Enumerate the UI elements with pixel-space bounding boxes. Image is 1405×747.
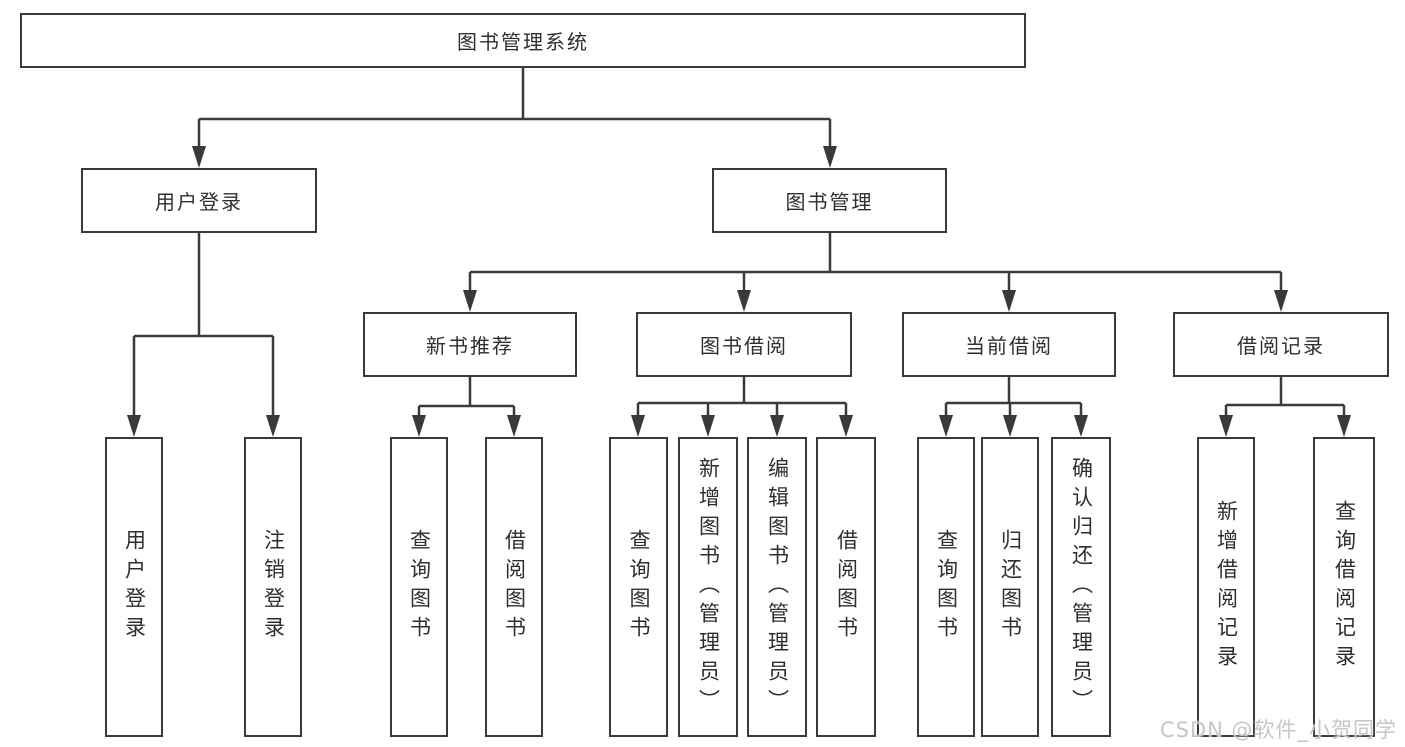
node-label: 图书管理 — [785, 190, 874, 214]
node-new-book-recommendation: 新书推荐 — [363, 312, 577, 377]
connector-book-management-to-level3 — [463, 233, 1288, 312]
node-label: 编辑图书（管理员） — [765, 456, 790, 718]
node-library-management-system: 图书管理系统 — [20, 13, 1026, 68]
watermark-csdn: CSDN @软件_小贺同学 — [1160, 718, 1398, 742]
node-borrowing-records: 借阅记录 — [1173, 312, 1389, 377]
node-label: 注销登录 — [261, 529, 286, 645]
node-label: 查询借阅记录 — [1332, 500, 1357, 674]
node-label: 新书推荐 — [426, 334, 514, 358]
connector-root-to-level2 — [192, 68, 837, 168]
leaf-query-books-2: 查询图书 — [609, 437, 668, 737]
node-label: 当前借阅 — [965, 334, 1053, 358]
leaf-return-books: 归还图书 — [981, 437, 1039, 737]
node-label: 新增借阅记录 — [1214, 500, 1239, 674]
connector-user-login-to-leaves — [127, 233, 280, 437]
connector-book-borrowing-to-leaves — [631, 377, 853, 437]
node-label: 查询图书 — [934, 529, 959, 645]
connector-borrowing-records-to-leaves — [1219, 377, 1351, 437]
leaf-add-borrow-record: 新增借阅记录 — [1197, 437, 1255, 737]
node-label: 查询图书 — [407, 529, 432, 645]
leaf-logout: 注销登录 — [244, 437, 302, 737]
node-label: 借阅图书 — [502, 529, 527, 645]
node-user-login: 用户登录 — [81, 168, 317, 233]
node-book-management: 图书管理 — [712, 168, 947, 233]
node-label: 归还图书 — [998, 529, 1023, 645]
node-label: 用户登录 — [122, 529, 147, 645]
connector-new-book-recommendation-to-leaves — [412, 377, 521, 437]
connector-current-borrowing-to-leaves — [939, 377, 1088, 437]
leaf-query-books-1: 查询图书 — [390, 437, 448, 737]
node-label: 查询图书 — [627, 529, 651, 645]
node-label: 确认归还（管理员） — [1069, 456, 1094, 718]
node-label: 借阅图书 — [834, 529, 859, 645]
leaf-add-book-admin: 新增图书（管理员） — [678, 437, 738, 737]
node-label: 借阅记录 — [1237, 334, 1325, 358]
node-current-borrowing: 当前借阅 — [902, 312, 1116, 377]
leaf-user-login: 用户登录 — [105, 437, 163, 737]
node-label: 图书借阅 — [700, 334, 788, 358]
node-label: 图书管理系统 — [457, 30, 589, 54]
node-label: 用户登录 — [155, 190, 243, 214]
leaf-query-borrow-record: 查询借阅记录 — [1313, 437, 1375, 737]
leaf-borrow-books-1: 借阅图书 — [485, 437, 543, 737]
leaf-query-books-3: 查询图书 — [917, 437, 975, 737]
node-book-borrowing: 图书借阅 — [636, 312, 852, 377]
leaf-confirm-return-admin: 确认归还（管理员） — [1051, 437, 1111, 737]
node-label: 新增图书（管理员） — [696, 456, 721, 718]
leaf-edit-book-admin: 编辑图书（管理员） — [747, 437, 807, 737]
leaf-borrow-books-2: 借阅图书 — [816, 437, 876, 737]
